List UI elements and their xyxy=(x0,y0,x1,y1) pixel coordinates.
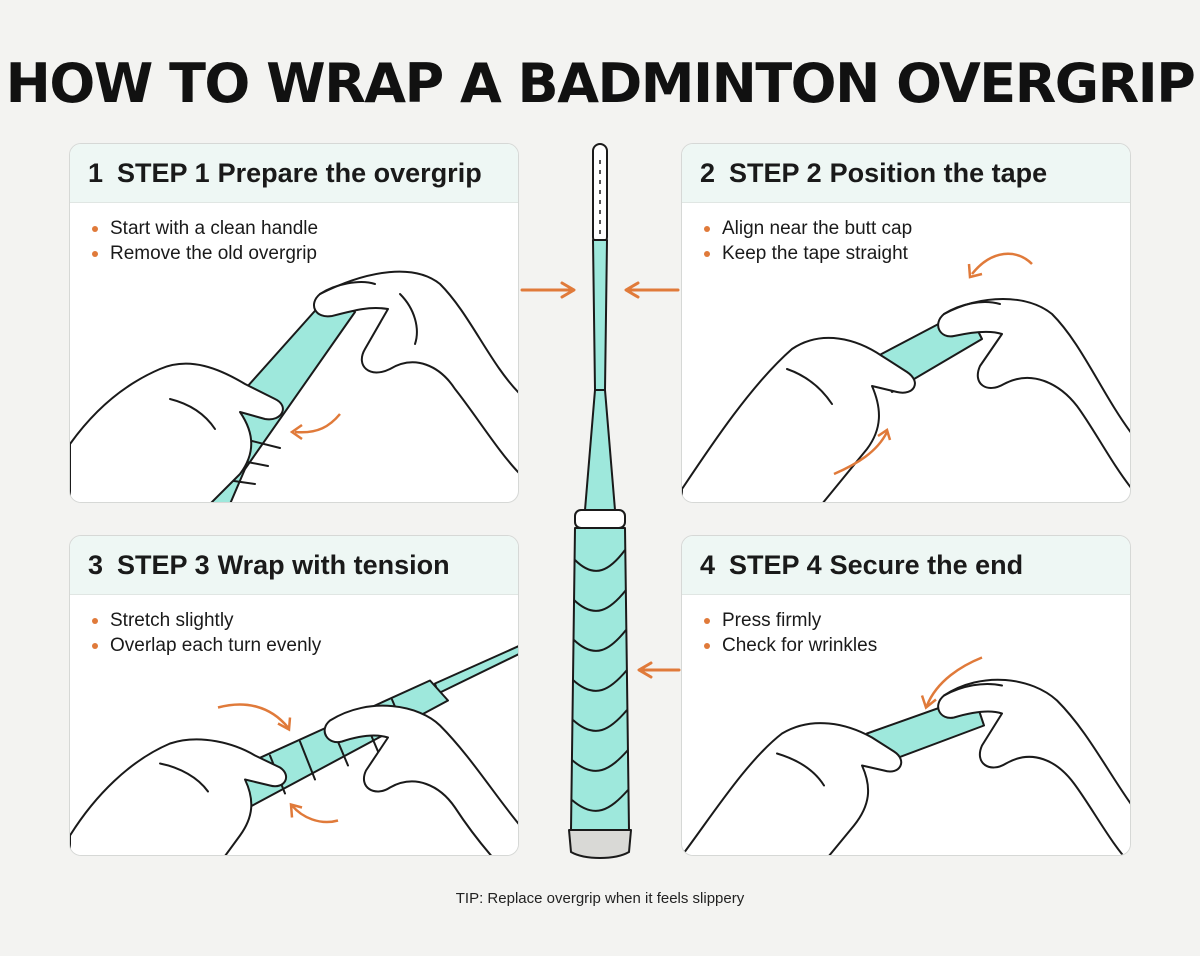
bullet-dot-icon xyxy=(704,617,710,624)
hands-illustration xyxy=(70,270,518,502)
bullet-item: Align near the butt cap xyxy=(704,216,912,241)
step-number: 4 xyxy=(700,549,716,580)
bullet-dot-icon xyxy=(704,225,710,232)
racket-icon xyxy=(568,143,632,859)
bullet-item: Press firmly xyxy=(704,608,877,633)
bullet-dot-icon xyxy=(704,250,710,257)
step-bullets: Start with a clean handle Remove the old… xyxy=(92,216,318,266)
hands-illustration xyxy=(70,645,518,855)
hand-icon xyxy=(682,336,916,502)
step-heading: Wrap with tension xyxy=(217,549,450,580)
bullet-item: Overlap each turn evenly xyxy=(92,633,321,658)
step-label: STEP 2 xyxy=(729,157,822,188)
bullet-text: Keep the tape straight xyxy=(722,243,908,264)
step-label: STEP 1 xyxy=(117,157,210,188)
bullet-text: Overlap each turn evenly xyxy=(110,635,322,656)
hands-illustration xyxy=(682,656,1130,855)
curved-arrow-icon xyxy=(294,413,341,434)
page-title: HOW TO WRAP A BADMINTON OVERGRIP xyxy=(5,52,1196,115)
step-card-1: 1 STEP 1 Prepare the overgrip Start with… xyxy=(69,143,519,503)
curved-arrow-icon xyxy=(291,804,339,824)
step-card-3: 3 STEP 3 Wrap with tension Stretch sligh… xyxy=(69,535,519,856)
hand-icon xyxy=(323,704,518,855)
tip-text: TIP: Replace overgrip when it feels slip… xyxy=(455,890,745,907)
bullet-text: Check for wrinkles xyxy=(722,635,878,656)
bullet-item: Remove the old overgrip xyxy=(92,241,318,266)
hands-illustration xyxy=(682,252,1130,502)
bullet-text: Start with a clean handle xyxy=(110,218,319,239)
arrow-left-icon xyxy=(637,661,681,679)
bullet-item: Keep the tape straight xyxy=(704,241,912,266)
hand-icon xyxy=(937,678,1130,855)
step-header: 1 STEP 1 Prepare the overgrip xyxy=(70,144,518,203)
step-heading: Secure the end xyxy=(829,549,1024,580)
curved-arrow-icon xyxy=(971,252,1033,275)
bullet-text: Press firmly xyxy=(722,610,822,631)
hand-icon xyxy=(70,738,288,855)
step-number: 2 xyxy=(700,157,716,188)
hand-icon xyxy=(70,362,284,502)
step-label: STEP 4 xyxy=(729,549,822,580)
arrow-right-icon xyxy=(520,281,576,299)
bullet-text: Stretch slightly xyxy=(110,610,234,631)
step-card-2: 2 STEP 2 Position the tape Align near th… xyxy=(681,143,1131,503)
hand-icon xyxy=(682,722,903,855)
step-header: 2 STEP 2 Position the tape xyxy=(682,144,1130,203)
step-label: STEP 3 xyxy=(117,549,210,580)
curved-arrow-icon xyxy=(925,656,983,706)
step-number: 1 xyxy=(88,157,104,188)
step-card-4: 4 STEP 4 Secure the end Press firmly Che… xyxy=(681,535,1131,856)
step-bullets: Align near the butt cap Keep the tape st… xyxy=(704,216,912,266)
step-header: 4 STEP 4 Secure the end xyxy=(682,536,1130,595)
bullet-dot-icon xyxy=(92,250,98,257)
bullet-item: Start with a clean handle xyxy=(92,216,318,241)
hand-icon xyxy=(313,270,518,474)
curved-arrow-icon xyxy=(217,703,289,729)
arrow-left-icon xyxy=(624,281,680,299)
bullet-dot-icon xyxy=(92,617,98,624)
bullet-text: Remove the old overgrip xyxy=(110,243,317,264)
bullet-dot-icon xyxy=(92,225,98,232)
step-number: 3 xyxy=(88,549,104,580)
step-heading: Position the tape xyxy=(829,157,1048,188)
bullet-dot-icon xyxy=(92,642,98,649)
bullet-text: Align near the butt cap xyxy=(722,218,913,239)
curved-arrow-icon xyxy=(833,431,889,476)
bullet-item: Stretch slightly xyxy=(92,608,321,633)
bullet-dot-icon xyxy=(704,642,710,649)
step-bullets: Press firmly Check for wrinkles xyxy=(704,608,877,658)
step-bullets: Stretch slightly Overlap each turn evenl… xyxy=(92,608,321,658)
step-header: 3 STEP 3 Wrap with tension xyxy=(70,536,518,595)
hand-icon xyxy=(937,298,1130,489)
bullet-item: Check for wrinkles xyxy=(704,633,877,658)
step-heading: Prepare the overgrip xyxy=(217,157,482,188)
